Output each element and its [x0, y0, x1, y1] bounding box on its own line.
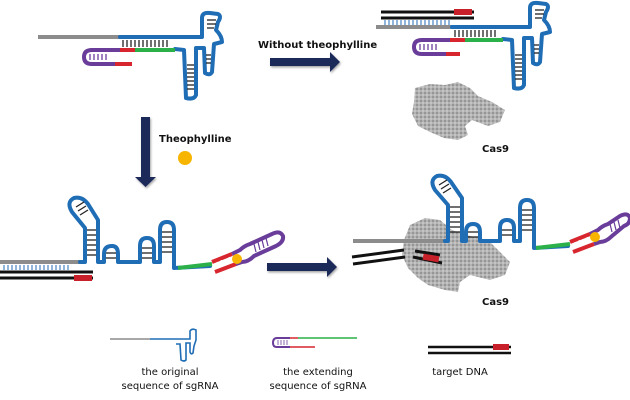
extension-purple-aptamer [589, 212, 630, 246]
hairpin-ticks [89, 54, 107, 60]
legend-label-extending-line2: sequence of sgRNA [269, 381, 367, 392]
dna-pair-ticks [384, 20, 450, 25]
label-cas9-top: Cas9 [482, 144, 509, 155]
target-dna-strand-1 [351, 248, 405, 259]
theophylline-molecule-icon [178, 151, 192, 165]
basepair-ticks [75, 201, 172, 259]
aptamer-ticks [253, 237, 269, 253]
legend [110, 328, 511, 362]
legend-label-target: target DNA [415, 366, 505, 380]
sgRNA-scaffold [67, 195, 212, 270]
pam-box [454, 9, 472, 15]
basepair-ticks [454, 9, 544, 80]
extension-purple-hairpin [81, 48, 120, 66]
pam-box [422, 253, 440, 263]
legend-label-original: the original sequence of sgRNA [110, 366, 230, 394]
dna-pair-ticks [3, 265, 69, 270]
target-dna-strand-3 [414, 249, 441, 257]
extension-green [535, 242, 571, 250]
pam-box [74, 275, 92, 281]
legend-label-original-line2: sequence of sgRNA [121, 381, 219, 392]
aptamer-ticks [609, 219, 621, 233]
arrow-theophylline [135, 117, 156, 187]
legend-label-extending-line1: the extending [283, 367, 353, 378]
label-without-theophylline: Without theophylline [258, 40, 378, 51]
panel-bottom-right [351, 173, 630, 292]
legend-target-dna-icon [428, 344, 511, 355]
theophylline-bound-icon [232, 254, 242, 264]
extension-red-duplex [569, 232, 595, 254]
legend-original-sgRNA-icon [110, 328, 197, 362]
cas9-protein [412, 82, 505, 140]
basepair-ticks [438, 179, 532, 238]
legend-label-target-line1: target DNA [432, 367, 488, 378]
legend-label-extending: the extending sequence of sgRNA [258, 366, 378, 394]
legend-extending-sgRNA-icon [271, 337, 357, 348]
panel-top-left [38, 10, 224, 101]
extension-red-duplex [211, 252, 237, 274]
basepair-ticks [122, 19, 216, 90]
panel-top-right [376, 0, 552, 140]
legend-label-original-line1: the original [141, 367, 199, 378]
cas9-protein [402, 218, 510, 292]
hairpin-ticks [419, 44, 437, 50]
theophylline-bound-icon [590, 232, 600, 242]
label-theophylline: Theophylline [159, 134, 232, 145]
sgRNA-scaffold [118, 10, 224, 101]
extension-purple-aptamer [231, 230, 286, 266]
panel-bottom-left [0, 195, 286, 281]
sgRNA-scaffold [450, 0, 552, 91]
arrow-without-theophylline [270, 52, 340, 72]
extension-green [177, 262, 213, 270]
label-cas9-bottom: Cas9 [482, 297, 509, 308]
extension-purple-hairpin [411, 38, 450, 56]
arrow-to-cas9-complex [267, 257, 337, 277]
target-dna-strand-2 [352, 255, 406, 266]
sgRNA-scaffold [430, 173, 570, 250]
